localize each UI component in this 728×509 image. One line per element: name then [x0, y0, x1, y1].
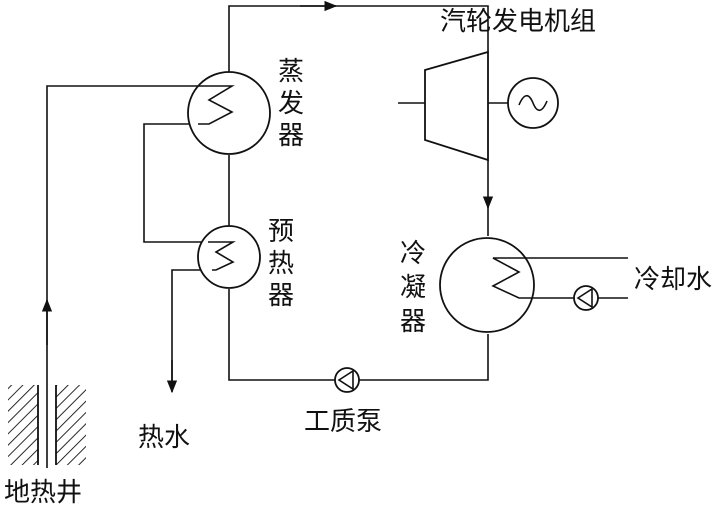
condenser [439, 237, 628, 333]
generator [507, 77, 559, 129]
label-hot-water: 热水 [138, 423, 190, 453]
label-preheater-2: 热 [268, 249, 294, 279]
working-fluid-pump [334, 367, 360, 393]
label-cooling-water: 冷却水 [634, 265, 712, 295]
brine-evap-to-preheater-line [143, 123, 208, 243]
label-geothermal-well: 地热井 [4, 478, 82, 508]
label-preheater-3: 器 [268, 281, 294, 311]
label-evaporator-1: 蒸 [278, 57, 304, 87]
working-fluid-loop [228, 0, 494, 381]
cooling-water-pump [573, 285, 599, 311]
hot-water-outlet-line [171, 269, 212, 390]
ac-wave-icon [518, 94, 548, 112]
pump-triangle-icon [337, 369, 354, 391]
vapor-line-to-turbine [228, 5, 489, 72]
condenser-coil [491, 257, 527, 299]
evaporator [187, 71, 271, 155]
preheater-coil [208, 241, 236, 271]
label-condenser-3: 器 [400, 307, 426, 337]
label-condenser-1: 冷 [400, 239, 426, 269]
well-wall-right [56, 385, 86, 465]
label-working-fluid-pump: 工质泵 [304, 407, 382, 437]
preheater [197, 225, 261, 289]
label-condenser-2: 凝 [400, 273, 426, 303]
turbine [398, 50, 508, 162]
label-turbine-generator: 汽轮发电机组 [440, 7, 596, 37]
geothermal-well [8, 385, 86, 465]
condensate-return-line [359, 334, 489, 381]
geothermal-brine-loop [41, 85, 212, 468]
pump-to-preheater-line [228, 289, 335, 381]
label-evaporator-3: 器 [278, 121, 304, 151]
label-evaporator-2: 发 [278, 89, 304, 119]
evaporator-coil [198, 85, 235, 125]
well-wall-left [8, 385, 38, 465]
label-preheater-1: 预 [268, 217, 294, 247]
pump-triangle-icon [576, 287, 593, 309]
